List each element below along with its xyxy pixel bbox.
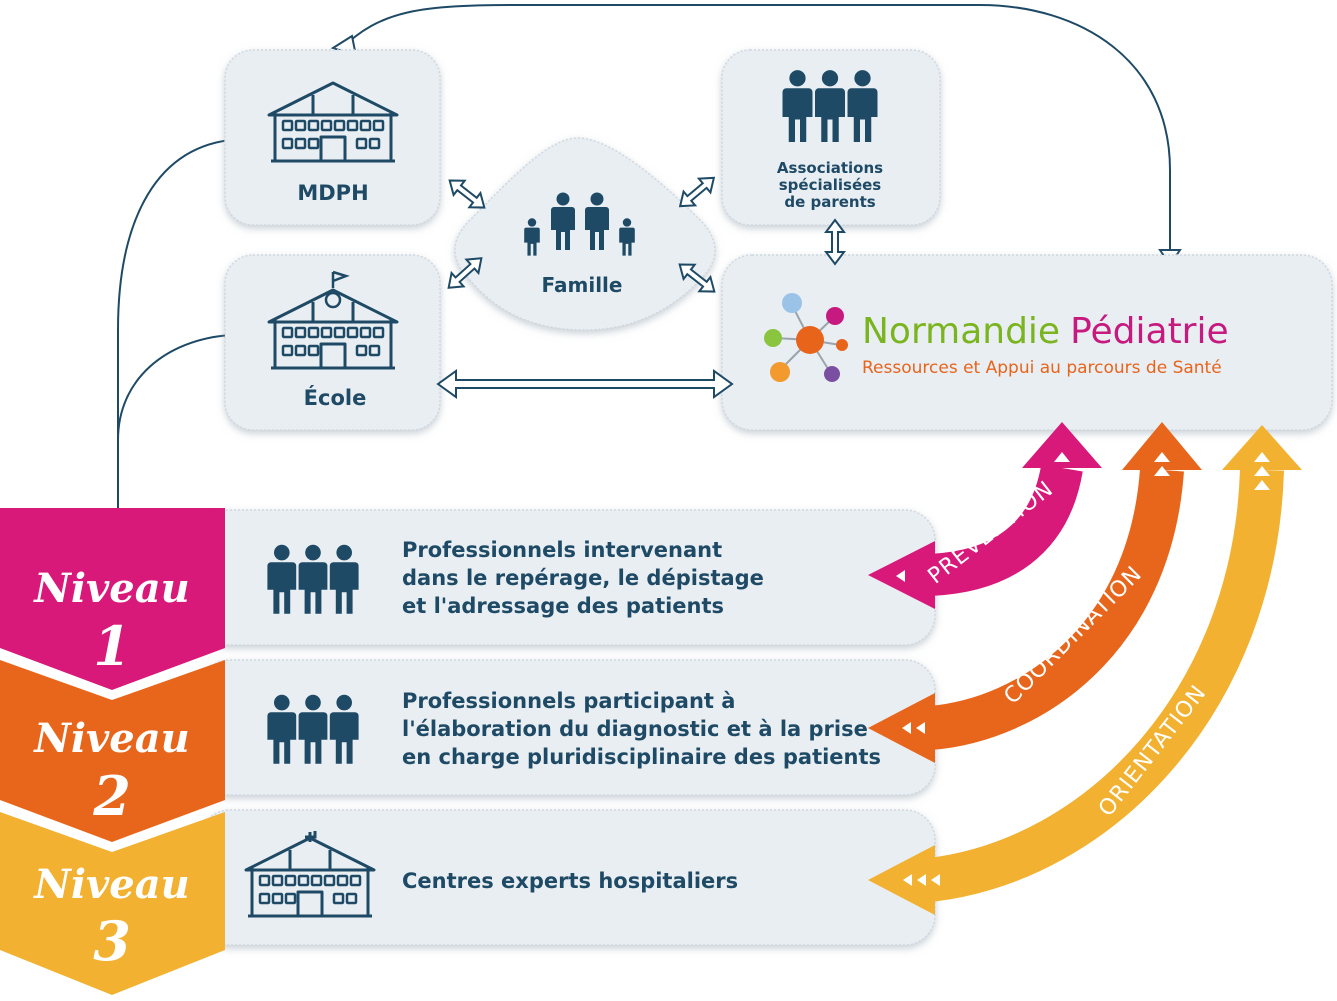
- level1-desc-line2: dans le repérage, le dépistage: [402, 566, 764, 590]
- level2-chevron: [0, 660, 225, 842]
- level2-row: [199, 659, 936, 796]
- school-clock-icon: [267, 270, 399, 370]
- coordination-arc: [927, 468, 1184, 750]
- level1-row: [199, 509, 936, 646]
- famille-label: Famille: [542, 273, 623, 297]
- ecole-label: École: [304, 385, 367, 410]
- flow-arrows: [868, 422, 1302, 915]
- level3-number: 3: [93, 909, 131, 973]
- flow-arrow-marks: [896, 452, 1270, 886]
- associations-label-line1: Associations: [777, 159, 883, 177]
- level2-word: Niveau: [32, 715, 189, 762]
- normandie-pediatrie-box: [721, 254, 1333, 431]
- prevention-arc: [928, 463, 1083, 596]
- network-logo-icon: [764, 293, 848, 382]
- hospital-icon: [244, 831, 376, 918]
- mdph-label: MDPH: [297, 181, 368, 205]
- brand-name-part2: Pédiatrie: [1070, 311, 1229, 352]
- brand-tagline: Ressources et Appui au parcours de Santé: [862, 358, 1222, 378]
- level1-word: Niveau: [32, 565, 189, 612]
- level3-row: [199, 809, 936, 946]
- level3-chevron: [0, 812, 225, 995]
- level1-chevron: [0, 508, 225, 690]
- famille-box: [454, 137, 716, 331]
- level2-desc-line2: l'élaboration du diagnostic et à la pris…: [402, 717, 868, 741]
- level2-desc-line3: en charge pluridisciplinaire des patient…: [402, 745, 881, 769]
- level2-desc-line1: Professionnels participant à: [402, 689, 735, 713]
- connector-lines: [117, 4, 1171, 520]
- level1-number: 1: [93, 614, 131, 678]
- level2-number: 2: [92, 764, 131, 828]
- level1-desc-line1: Professionnels intervenant: [402, 538, 722, 562]
- orientation-label: ORIENTATION: [1094, 681, 1212, 822]
- associations-label-line2: spécialisées: [779, 176, 882, 194]
- level3-word: Niveau: [32, 861, 189, 908]
- orientation-arc: [927, 469, 1284, 902]
- double-arrows: [436, 176, 846, 399]
- level1-desc-line3: et l'adressage des patients: [402, 594, 724, 618]
- brand-name-part1: Normandie: [862, 311, 1060, 352]
- associations-label-line3: de parents: [784, 193, 875, 211]
- level3-desc-line1: Centres experts hospitaliers: [402, 869, 738, 893]
